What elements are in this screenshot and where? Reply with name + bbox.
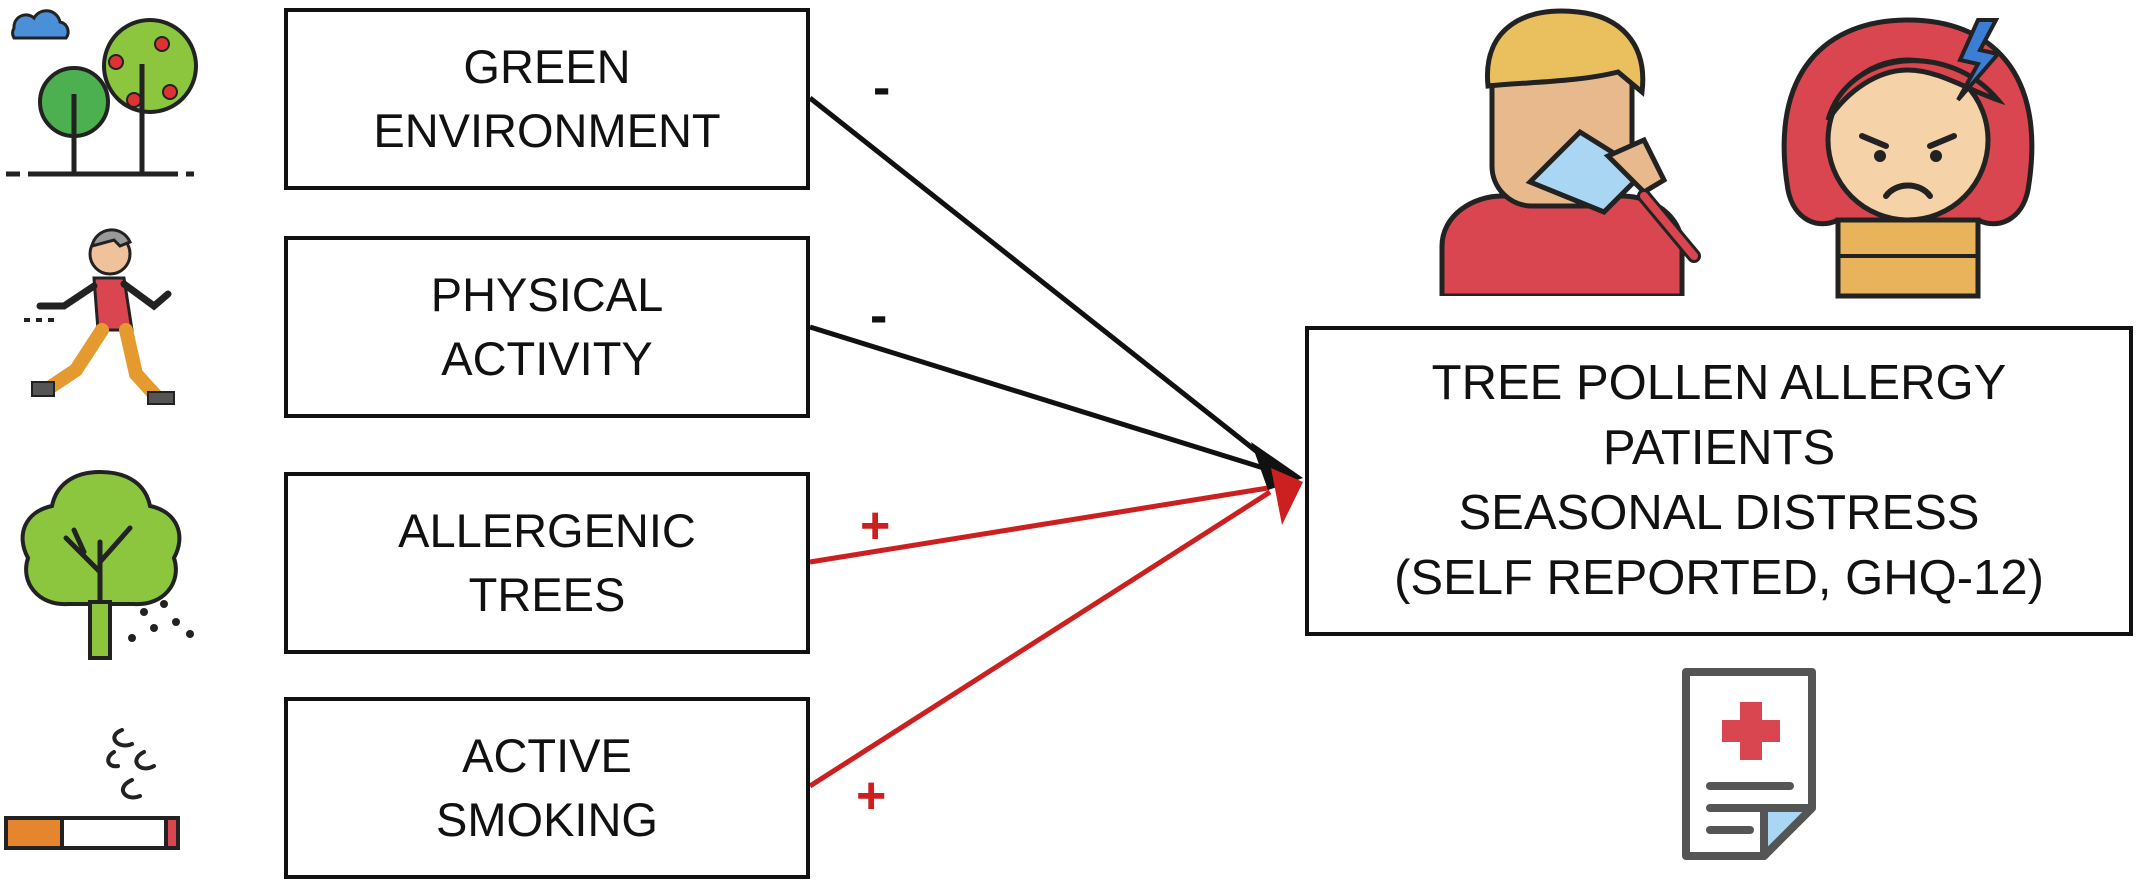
sign-negative: - [873, 59, 891, 117]
runner-icon [24, 228, 175, 405]
arrow-active-smoking [808, 489, 1272, 789]
arrow-physical-activity [809, 324, 1271, 473]
arrow-green-environment [808, 96, 1272, 464]
pollen-tree-icon [20, 469, 194, 660]
outcome-box: TREE POLLEN ALLERGY PATIENTS SEASONAL DI… [1305, 326, 2133, 636]
cigarette-icon [4, 728, 180, 850]
medical-report-icon [1682, 668, 1816, 860]
sign-positive: + [860, 497, 891, 555]
outcome-line: (SELF REPORTED, GHQ-12) [1394, 551, 2044, 605]
factor-box-allergenic-trees: ALLERGENIC TREES [284, 472, 810, 654]
factor-label-line2: TREES [468, 568, 626, 621]
factor-label-line2: ENVIRONMENT [373, 104, 721, 157]
factor-label-line2: ACTIVITY [441, 332, 653, 385]
sign-negative: - [870, 287, 888, 345]
distressed-woman-icon [1781, 17, 2035, 299]
factor-box-green-environment: GREEN ENVIRONMENT [284, 8, 810, 190]
factor-label-line1: ALLERGENIC [398, 504, 696, 557]
sneezing-man-icon [1439, 8, 1701, 296]
factor-label-line1: PHYSICAL [430, 268, 664, 321]
sign-positive: + [856, 767, 887, 825]
factor-label-line1: GREEN [463, 40, 631, 93]
factor-box-physical-activity: PHYSICAL ACTIVITY [284, 236, 810, 418]
outcome-line: TREE POLLEN ALLERGY [1431, 356, 2007, 410]
outcome-line: PATIENTS [1602, 421, 1836, 475]
factor-label-line2: SMOKING [436, 793, 658, 846]
arrow-allergenic-trees [809, 485, 1269, 565]
factor-box-active-smoking: ACTIVE SMOKING [284, 697, 810, 879]
arrowhead-red [1271, 468, 1303, 525]
outcome-line: SEASONAL DISTRESS [1458, 486, 1980, 540]
factor-label-line1: ACTIVE [462, 729, 632, 782]
trees-icon [6, 9, 198, 177]
